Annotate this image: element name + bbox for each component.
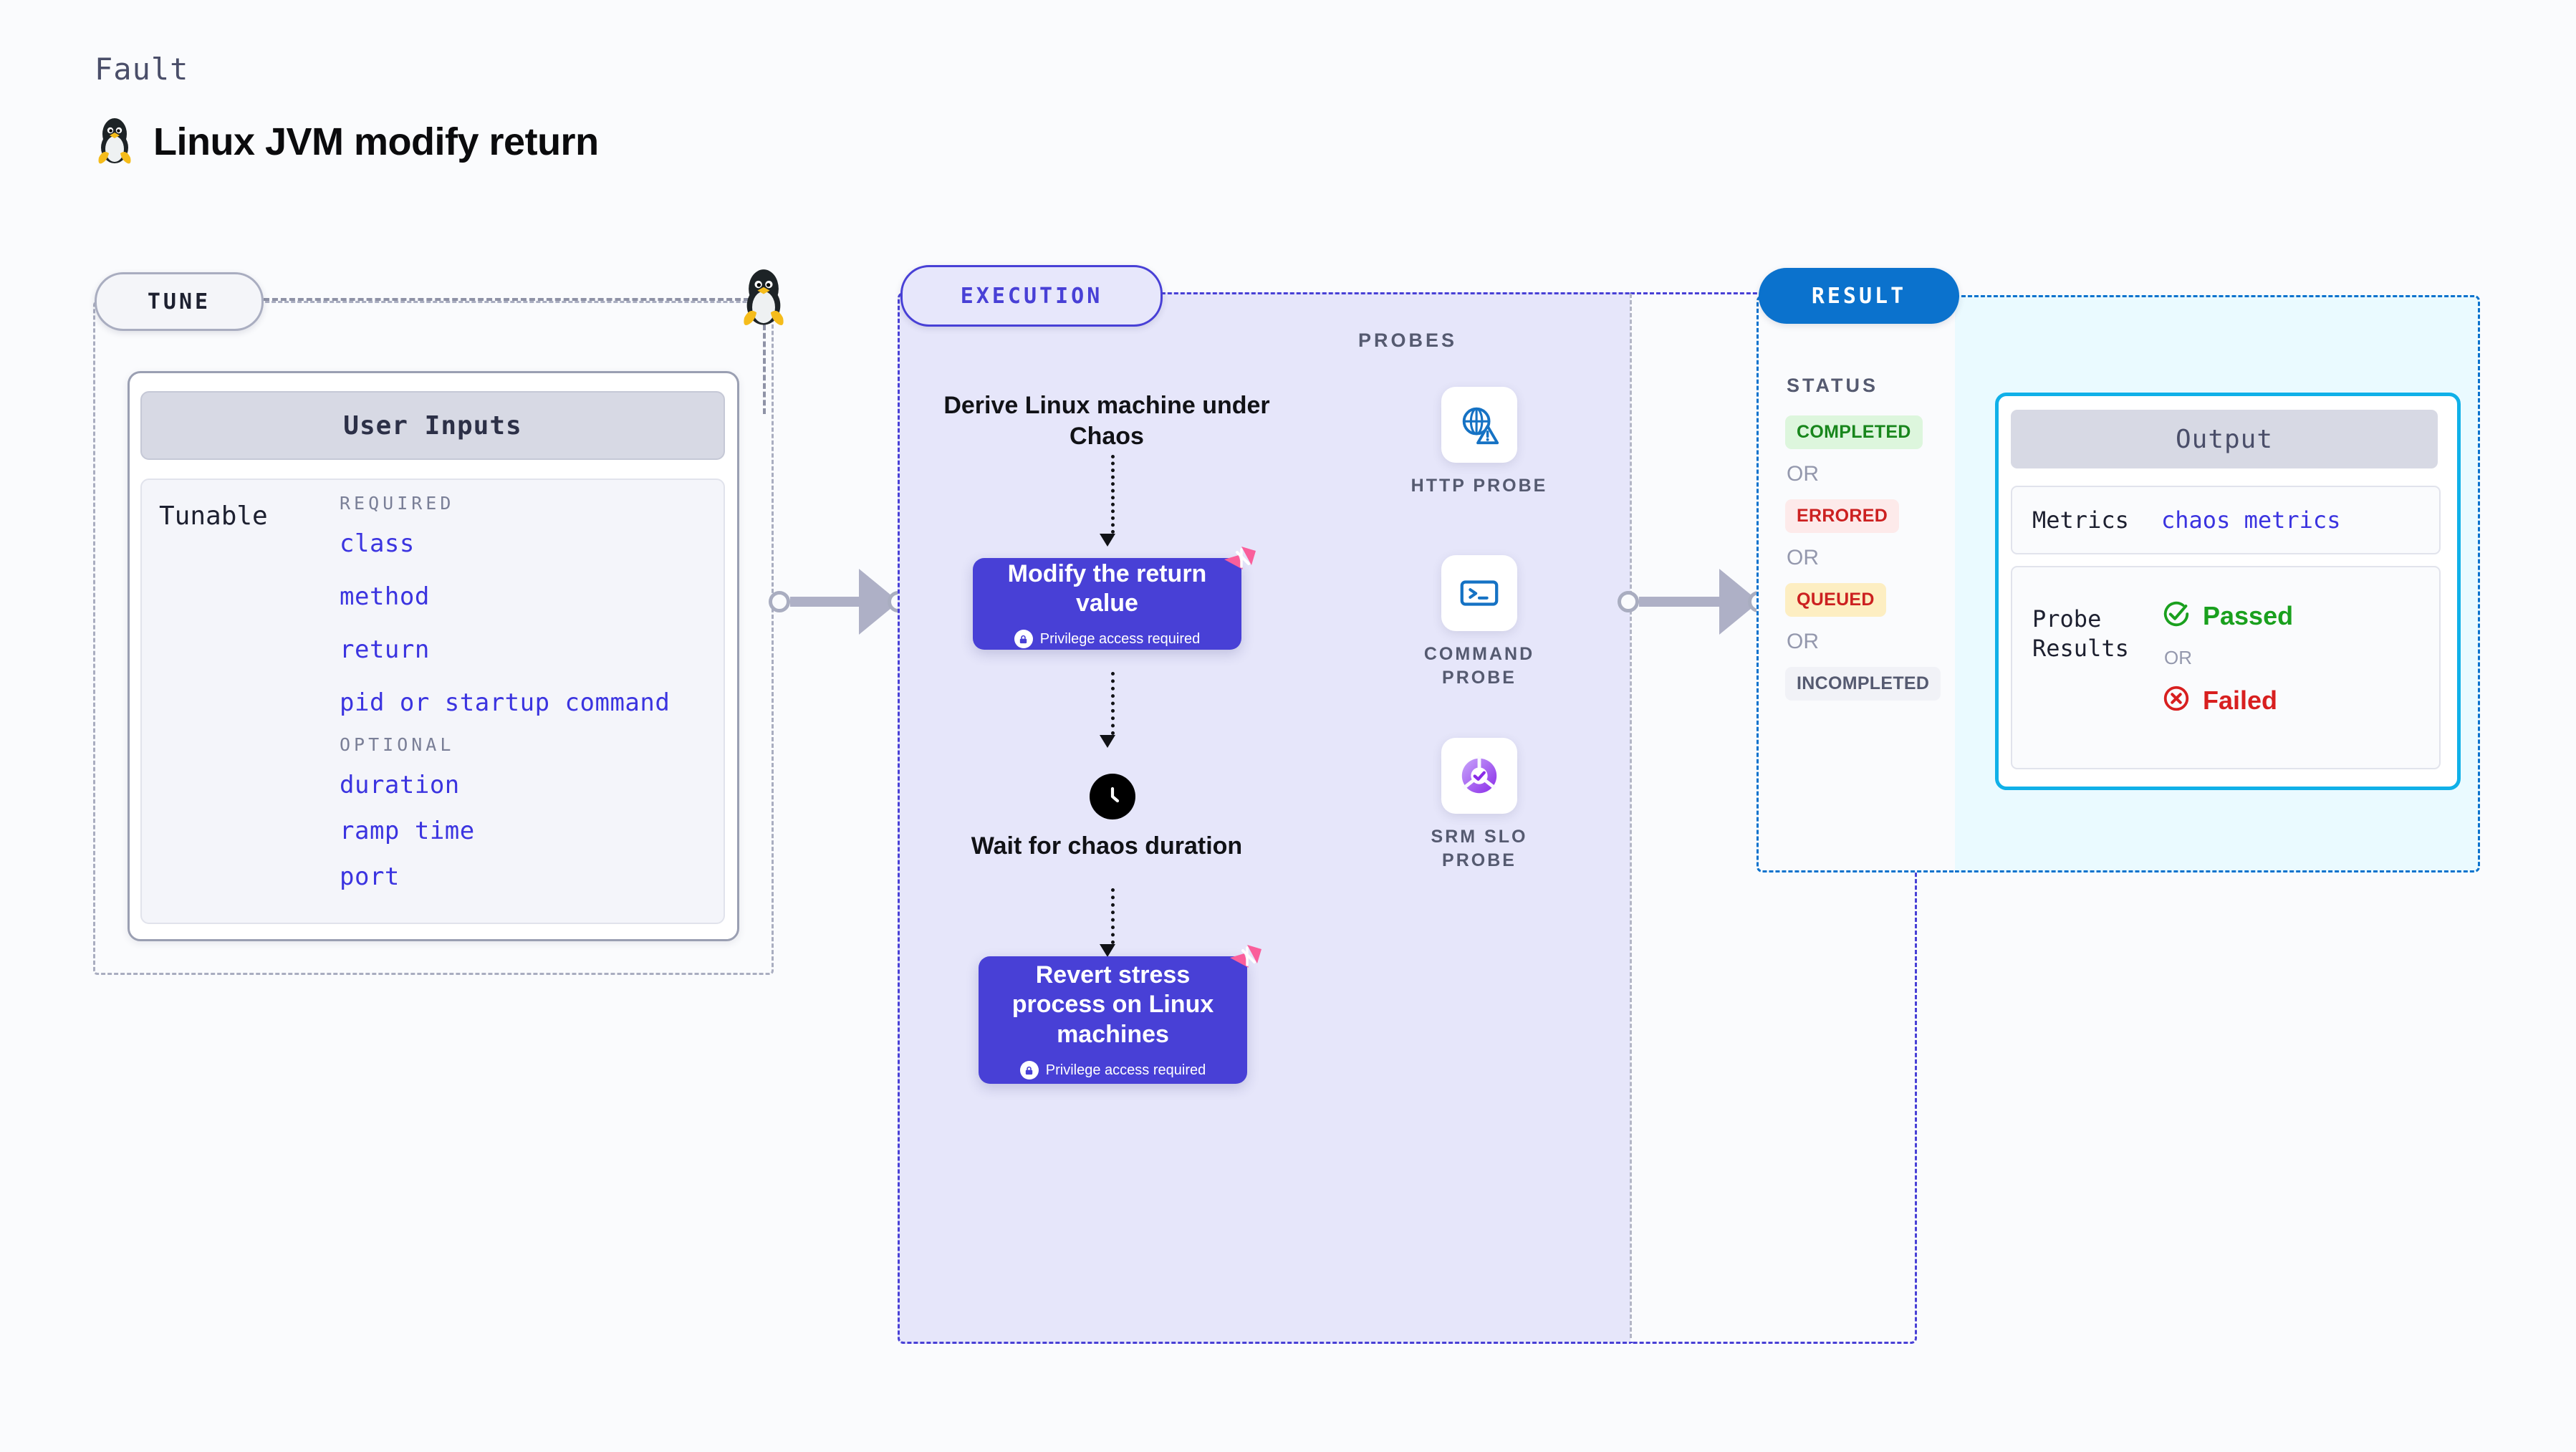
or-label: OR — [1787, 546, 1819, 569]
execution-step-modify-return-value[interactable]: Modify the return value Privilege access… — [973, 547, 1256, 650]
privilege-note: Privilege access required — [1014, 630, 1201, 649]
param-return[interactable]: return — [340, 635, 430, 664]
metrics-value[interactable]: chaos metrics — [2161, 506, 2341, 534]
probe-label: SRM SLO PROBE — [1431, 827, 1528, 870]
passed-label: Passed — [2203, 600, 2294, 630]
param-method[interactable]: method — [340, 582, 430, 611]
connector-tune-to-execution — [769, 562, 909, 641]
linux-penguin-icon — [95, 115, 135, 168]
tune-leader-line-vertical — [763, 299, 766, 414]
output-header: Output — [2011, 410, 2438, 468]
flow-arrowhead-3 — [1100, 944, 1115, 957]
execution-step-derive: Derive Linux machine under Chaos — [943, 392, 1270, 450]
action-title: Modify the return value — [1007, 559, 1207, 617]
lock-icon — [1014, 630, 1033, 649]
flow-arrowhead-2 — [1100, 735, 1115, 748]
fault-title-row: Linux JVM modify return — [95, 115, 599, 168]
privilege-note: Privilege access required — [1019, 1061, 1206, 1080]
status-badge-incompleted: INCOMPLETED — [1785, 667, 1941, 701]
param-port[interactable]: port — [340, 862, 400, 891]
status-title: STATUS — [1787, 375, 1878, 396]
failed-label: Failed — [2203, 685, 2278, 715]
connector-probes-to-result — [1618, 562, 1769, 641]
probes-title: PROBES — [1358, 330, 1458, 351]
probe-result-failed: Failed — [2161, 683, 2293, 717]
probe-result-passed: Passed — [2161, 599, 2293, 633]
probe-label: COMMAND PROBE — [1423, 644, 1535, 688]
privilege-note-label: Privilege access required — [1045, 1062, 1206, 1078]
linux-penguin-icon — [739, 265, 789, 327]
page-title: Linux JVM modify return — [153, 120, 599, 163]
execution-step-revert-stress[interactable]: Revert stress process on Linux machines … — [979, 945, 1261, 1084]
probe-srm-slo[interactable]: SRM SLO PROBE — [1408, 738, 1551, 872]
check-circle-icon — [2161, 599, 2191, 633]
connector-bar — [1639, 597, 1721, 607]
group-heading-optional: OPTIONAL — [340, 734, 455, 755]
param-pid-or-startup-command[interactable]: pid or startup command — [340, 688, 671, 717]
flow-connector-1 — [1111, 455, 1115, 534]
clock-icon — [1090, 774, 1135, 819]
x-circle-icon — [2161, 683, 2191, 717]
harness-chaos-logo-icon — [1220, 542, 1260, 582]
flow-arrowhead-1 — [1100, 534, 1115, 547]
status-badge-queued: QUEUED — [1785, 583, 1886, 617]
probe-results-label: Probe Results — [2032, 605, 2129, 662]
result-stage-pill[interactable]: RESULT — [1759, 268, 1959, 324]
action-title: Revert stress process on Linux machines — [1011, 961, 1214, 1048]
tune-panel — [93, 301, 774, 975]
tunable-box — [140, 479, 725, 924]
group-heading-required: REQUIRED — [340, 493, 455, 514]
tunable-label: Tunable — [159, 501, 268, 531]
connector-dot-start — [769, 591, 790, 612]
output-metrics-row: Metrics chaos metrics — [2011, 486, 2441, 554]
privilege-note-label: Privilege access required — [1039, 630, 1201, 647]
harness-chaos-logo-icon — [1226, 941, 1266, 981]
flow-connector-2 — [1111, 672, 1115, 735]
param-duration[interactable]: duration — [340, 771, 460, 799]
fault-kicker-label: Fault — [95, 52, 189, 87]
slo-donut-check-icon — [1441, 738, 1517, 814]
output-probe-results-row: Probe Results Passed OR Failed — [2011, 566, 2441, 769]
or-label: OR — [1787, 630, 1819, 653]
status-badge-errored: ERRORED — [1785, 499, 1900, 533]
status-list: COMPLETED OR ERRORED OR QUEUED OR INCOMP… — [1785, 415, 1950, 701]
execution-panel — [898, 292, 1633, 1344]
probe-label: HTTP PROBE — [1410, 476, 1548, 496]
user-inputs-header: User Inputs — [140, 391, 725, 460]
terminal-icon — [1441, 555, 1517, 631]
probes-divider — [1630, 294, 1632, 1338]
probe-http[interactable]: HTTP PROBE — [1408, 387, 1551, 498]
or-label: OR — [1787, 462, 1819, 486]
tunable-parameter-list: REQUIRED class method return pid or star… — [340, 493, 712, 908]
execution-step-wait: Wait for chaos duration — [971, 832, 1243, 860]
tune-stage-pill[interactable]: TUNE — [95, 272, 264, 331]
or-label: OR — [2164, 647, 2192, 668]
param-ramp-time[interactable]: ramp time — [340, 817, 475, 845]
execution-stage-pill[interactable]: EXECUTION — [900, 265, 1163, 327]
metrics-label: Metrics — [2032, 506, 2129, 534]
tune-leader-line — [264, 298, 758, 301]
probe-command[interactable]: COMMAND PROBE — [1408, 555, 1551, 690]
connector-dot-start — [1618, 591, 1639, 612]
param-class[interactable]: class — [340, 529, 415, 558]
status-badge-completed: COMPLETED — [1785, 415, 1923, 449]
globe-warning-icon — [1441, 387, 1517, 463]
flow-connector-3 — [1111, 888, 1115, 944]
connector-bar — [790, 597, 860, 607]
lock-icon — [1019, 1061, 1039, 1080]
